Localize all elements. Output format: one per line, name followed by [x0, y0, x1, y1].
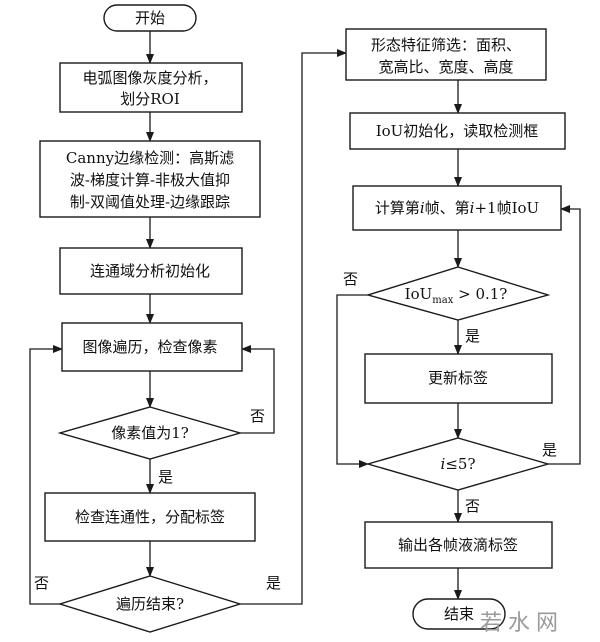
node-trav-end-decision: 遍历结束?	[57, 575, 243, 633]
node-check-conn-label: 检查连通性，分配标签	[75, 508, 225, 526]
edge-label-iou-no: 否	[343, 270, 358, 288]
node-iou-init-label: IoU初始化，读取检测框	[376, 122, 539, 140]
node-output: 输出各帧液滴标签	[364, 521, 553, 569]
node-iou-init: IoU初始化，读取检测框	[349, 112, 566, 150]
node-morph-line1: 形态特征筛选：面积、	[371, 36, 521, 54]
node-morph-line2: 宽高比、宽度、高度	[378, 58, 513, 76]
edge-label-pixel-no: 否	[250, 407, 265, 425]
node-traverse-label: 图像遍历，检查像素	[82, 338, 217, 356]
edge-label-iou-yes: 是	[465, 327, 480, 345]
node-grayscale-line2: 划分ROI	[120, 90, 180, 108]
edge-travendq-no-loop	[29, 345, 63, 605]
node-update-label-text: 更新标签	[428, 369, 488, 387]
node-iou-decision: IoUmax > 0.1?	[365, 266, 551, 321]
node-update-label: 更新标签	[364, 353, 553, 404]
edge-label-pixel-yes: 是	[158, 468, 173, 486]
node-iou-decision-label: IoUmax > 0.1?	[405, 285, 508, 306]
node-i-decision: i≤5?	[365, 437, 551, 491]
edge-travendq-yes	[240, 49, 347, 605]
node-grayscale: 电弧图像灰度分析， 划分ROI	[59, 62, 243, 113]
node-i-decision-label: i≤5?	[441, 455, 476, 473]
edge-label-trav-no: 否	[34, 574, 49, 592]
node-start: 开始	[103, 4, 197, 32]
node-pixel-decision: 像素值为1?	[57, 406, 243, 460]
node-traverse: 图像遍历，检查像素	[61, 322, 243, 372]
node-canny-line2: 波-梯度计算-非极大值抑	[70, 171, 230, 189]
node-end: 结束	[412, 598, 506, 630]
node-trav-end-decision-label: 遍历结束?	[116, 595, 184, 613]
node-pixel-decision-label: 像素值为1?	[111, 424, 189, 442]
node-compute: 计算第i帧、第i+1帧IoU	[352, 185, 562, 231]
edge-iq-yes-loop	[548, 205, 581, 465]
edge-iouq-no	[336, 294, 369, 468]
edge-pixelq-no-loop	[240, 345, 275, 434]
node-cc-init: 连通域分析初始化	[59, 247, 243, 295]
node-cc-init-label: 连通域分析初始化	[90, 262, 210, 280]
node-check-conn: 检查连通性，分配标签	[44, 492, 256, 542]
node-grayscale-line1: 电弧图像灰度分析，	[82, 69, 217, 87]
node-output-label: 输出各帧液滴标签	[398, 536, 518, 554]
edge-label-i-yes: 是	[542, 441, 557, 459]
node-compute-label: 计算第i帧、第i+1帧IoU	[375, 199, 539, 217]
edge-label-trav-yes: 是	[266, 574, 281, 592]
node-end-label: 结束	[444, 605, 474, 623]
edge-label-i-no: 否	[465, 497, 480, 515]
node-canny: Canny边缘检测：高斯滤 波-梯度计算-非极大值抑 制-双阈值处理-边缘跟踪	[39, 140, 261, 218]
node-start-label: 开始	[135, 9, 165, 27]
watermark-text: 若水网	[480, 611, 564, 636]
node-morph: 形态特征筛选：面积、 宽高比、宽度、高度	[345, 28, 547, 81]
node-canny-line1: Canny边缘检测：高斯滤	[66, 149, 234, 167]
node-canny-line3: 制-双阈值处理-边缘跟踪	[70, 193, 230, 211]
